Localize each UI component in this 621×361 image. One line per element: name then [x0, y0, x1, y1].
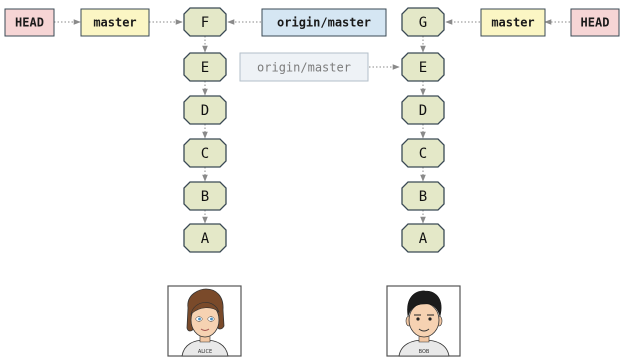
right-commit-label-5: A: [419, 231, 428, 247]
left-branch-ref: master: [80, 8, 150, 37]
right-commit-shape-3: [401, 138, 445, 168]
right-commit-label-3: C: [419, 146, 427, 162]
remote-ref: origin/master: [261, 8, 387, 37]
right-branch-ref: master: [480, 8, 546, 37]
right-commit-label-1: E: [419, 60, 427, 76]
left-commit-shape-3: [183, 138, 227, 168]
right-commit-shape-4: [401, 181, 445, 211]
left-head-label: HEAD: [15, 16, 44, 30]
left-commit-shape-2: [183, 95, 227, 125]
right-commit-shape-5: [401, 223, 445, 253]
right-commit-5: A: [401, 223, 445, 253]
right-commit-label-2: D: [419, 103, 427, 119]
left-commit-5: A: [183, 223, 227, 253]
right-head-ref: HEAD: [570, 8, 620, 37]
alice-caption: ALICE: [198, 349, 212, 355]
left-commit-label-4: B: [201, 189, 209, 205]
left-commit-shape-5: [183, 223, 227, 253]
right-commit-0: G: [401, 7, 445, 37]
stale-remote-label: origin/master: [257, 61, 351, 75]
right-commit-shape-1: [401, 52, 445, 82]
left-commit-1: E: [183, 52, 227, 82]
right-commit-2: D: [401, 95, 445, 125]
right-commit-shape-2: [401, 95, 445, 125]
right-commit-label-4: B: [419, 189, 427, 205]
stale-remote-ref: origin/master: [239, 52, 369, 82]
remote-label: origin/master: [277, 16, 371, 30]
right-branch-label: master: [491, 16, 534, 30]
left-commit-shape-4: [183, 181, 227, 211]
left-branch-label: master: [93, 16, 136, 30]
left-commit-0: F: [183, 7, 227, 37]
right-commit-1: E: [401, 52, 445, 82]
bob-caption: BOB: [419, 349, 430, 355]
right-head-label: HEAD: [581, 16, 610, 30]
left-commit-3: C: [183, 138, 227, 168]
left-commit-shape-0: [183, 7, 227, 37]
left-commit-2: D: [183, 95, 227, 125]
left-commit-label-5: A: [201, 231, 210, 247]
left-commit-4: B: [183, 181, 227, 211]
left-commit-shape-1: [183, 52, 227, 82]
left-commit-label-3: C: [201, 146, 209, 162]
bob-avatar: BOB: [386, 285, 461, 357]
right-commit-3: C: [401, 138, 445, 168]
left-commit-label-0: F: [201, 15, 209, 31]
right-commit-shape-0: [401, 7, 445, 37]
left-head-ref: HEAD: [4, 8, 55, 37]
right-commit-4: B: [401, 181, 445, 211]
left-commit-chain: F E D C B A: [183, 7, 227, 253]
left-commit-label-2: D: [201, 103, 209, 119]
right-commit-chain: G E D C B A: [401, 7, 445, 253]
alice-avatar: ALICE: [167, 285, 242, 357]
arrows: [54, 19, 570, 224]
right-commit-label-0: G: [419, 15, 427, 31]
left-commit-label-1: E: [201, 60, 209, 76]
